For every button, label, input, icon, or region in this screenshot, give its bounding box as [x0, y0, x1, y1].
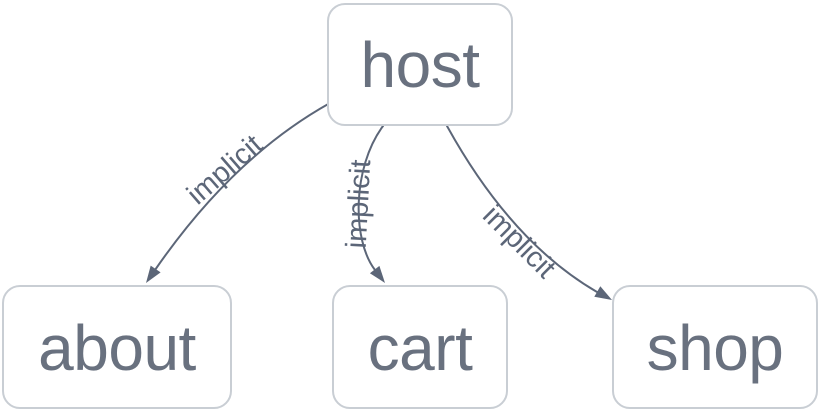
- edge-host-about-line: [154, 102, 331, 271]
- edge-host-cart-line: [357, 125, 384, 271]
- node-about[interactable]: about: [2, 285, 232, 409]
- node-host-box: [327, 3, 513, 126]
- node-about-box: [2, 285, 232, 409]
- arrowhead-shop-icon: [594, 286, 612, 300]
- edge-label-host-shop: implicit: [476, 199, 561, 284]
- edge-host-shop-line: [446, 125, 598, 293]
- arrowhead-about-icon: [146, 265, 161, 283]
- node-cart[interactable]: cart: [332, 285, 508, 409]
- node-shop-box: [612, 285, 818, 409]
- edge-host-shop: implicit: [446, 125, 612, 300]
- arrowhead-cart-icon: [369, 265, 385, 283]
- node-shop[interactable]: shop: [612, 285, 818, 409]
- node-group: host about cart shop: [2, 3, 818, 409]
- node-about-label: about: [38, 312, 196, 384]
- edge-host-cart: implicit: [341, 125, 385, 283]
- edge-group: implicit implicit implicit: [146, 102, 612, 300]
- edge-label-host-cart: implicit: [341, 159, 378, 249]
- node-host-label: host: [361, 29, 481, 101]
- node-host[interactable]: host: [327, 3, 513, 126]
- node-cart-label: cart: [368, 312, 473, 384]
- node-shop-label: shop: [647, 312, 784, 384]
- edge-label-host-about: implicit: [181, 129, 269, 211]
- node-cart-box: [332, 285, 508, 409]
- edge-host-about: implicit: [146, 102, 331, 283]
